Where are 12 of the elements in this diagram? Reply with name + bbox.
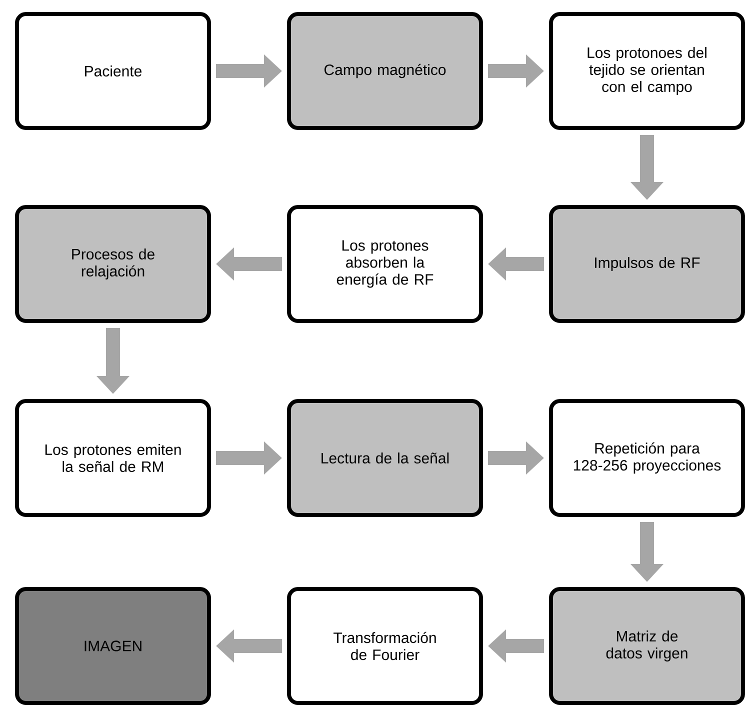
process-box: Procesos de relajación <box>15 205 211 323</box>
process-box: Impulsos de RF <box>549 205 745 323</box>
process-box: Campo magnético <box>287 12 483 130</box>
process-box: Matriz de datos virgen <box>549 587 745 705</box>
process-box: Paciente <box>15 12 211 130</box>
process-box: Los protones absorben la energía de RF <box>287 205 483 323</box>
process-box: Transformación de Fourier <box>287 587 483 705</box>
process-box: Los protones emiten la señal de RM <box>15 399 211 517</box>
process-box: IMAGEN <box>15 587 211 705</box>
process-box: Lectura de la señal <box>287 399 483 517</box>
process-box: Repetición para 128-256 proyecciones <box>549 399 745 517</box>
process-box: Los protonoes del tejido se orientan con el campo <box>549 12 745 130</box>
